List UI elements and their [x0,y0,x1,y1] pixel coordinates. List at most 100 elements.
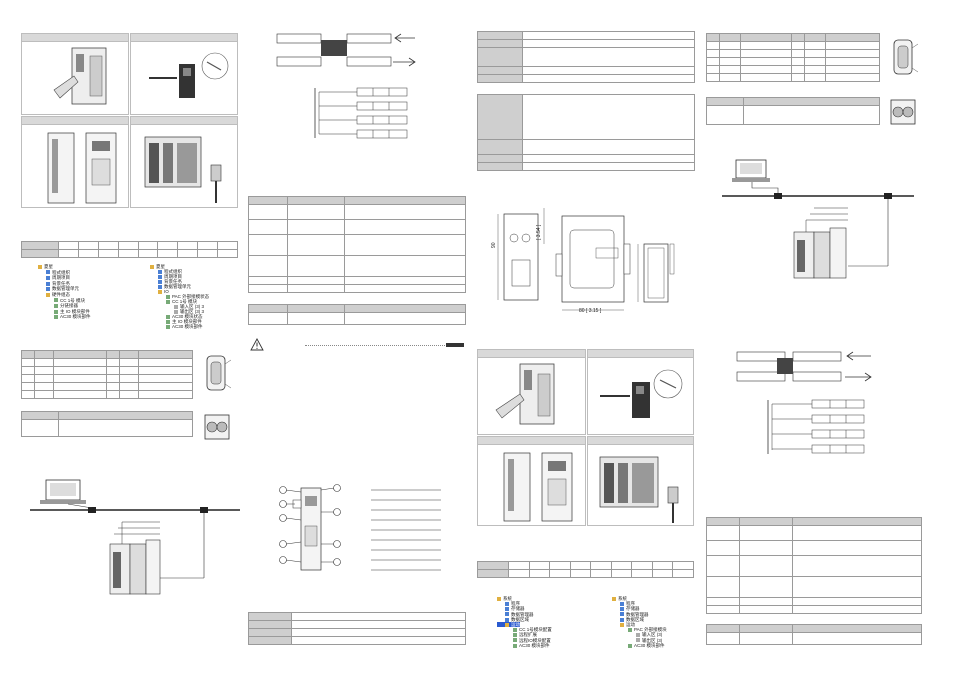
plc-module-icon [599,456,679,523]
folder-icon [513,628,517,633]
network-diagram-left [30,479,240,595]
rj45-connector-icon [890,99,916,125]
tree-item[interactable]: 输入区 (3) 3 [150,304,209,309]
param-table-mid [248,196,466,293]
tree-item[interactable]: 数据区域 [497,617,552,622]
plc-module-icon [144,136,222,203]
connector-icon [600,369,683,418]
param-table-right [706,517,922,614]
tree-item[interactable]: 存储器 [497,606,552,611]
tree-item[interactable]: 背景任务 [150,279,209,284]
tree-item[interactable]: 周期项目 [150,274,209,279]
photo-panel-7 [477,436,586,526]
folder-icon [513,638,517,643]
tree-item[interactable]: 输出区 (3) [612,638,667,643]
tree-item[interactable]: AC30 模块部件 [612,643,667,648]
folder-icon [505,612,509,617]
folder-icon [636,633,640,638]
tree-item[interactable]: 输出区 (3) 3 [150,309,209,314]
tree-item[interactable]: 程序 [497,601,552,606]
tree-item[interactable]: 运动 [612,622,667,627]
tree-item[interactable]: CC 1号 模块 [150,299,209,304]
tree-view-left-b: 夏星 程式组织 周期项目 背景任务 数据管理单元 IO PAC 外部接模状态 C… [150,264,209,329]
photo-panel-2 [130,33,238,115]
tree-item[interactable]: AC30 模块状态 [150,314,209,319]
tree-item[interactable]: 程序 [612,601,667,606]
folder-icon [620,607,624,612]
tree-item[interactable]: 程式组织 [150,269,209,274]
folder-icon [166,294,170,299]
folder-icon [174,309,178,314]
tree-item-selected[interactable]: 运动 [497,622,520,628]
tree-item[interactable]: 背景任务 [38,281,91,287]
tree-item[interactable]: 系统 [497,596,552,601]
spec-table-right-1 [477,31,695,83]
dim-height-bracket: [ 3.54 ] [536,224,542,240]
folder-icon [505,617,509,622]
spec-table-1 [21,241,238,258]
folder-icon [505,622,509,627]
tree-item[interactable]: 数据管理单元 [150,284,209,289]
connector-icon [149,52,229,98]
tree-item[interactable]: 数据管理器 [612,612,667,617]
tree-item[interactable]: CC 1号 模块 [38,298,91,304]
db9-connector-icon [206,355,232,391]
folder-icon [166,319,170,324]
folder-icon [612,596,616,601]
tree-item[interactable]: 存储器 [612,606,667,611]
tree-view-right-a: 系统 程序 存储器 数据管理器 数据区域 运动 CC 1号模块配置 远程扩展 远… [497,596,552,648]
spec-table-right-3 [477,561,694,578]
tree-view-right-b: 系统 程序 存储器 数据管理器 数据区域 运动 PAC 外部接模块 输入区 (3… [612,596,667,648]
folder-icon [150,264,154,269]
tree-item[interactable]: 分链接器 [38,303,91,309]
tree-item[interactable]: 夏星 [38,264,91,270]
tree-item[interactable]: AC30 模块部件 [150,324,209,329]
folder-icon [158,289,162,294]
folder-icon [166,314,170,319]
tree-item[interactable]: PAC 外部接模块 [612,627,667,632]
tree-item[interactable]: 夏星 [150,264,209,269]
tree-item[interactable]: AC30 模块部件 [497,643,552,648]
tree-item[interactable]: 输入区 (3) [612,632,667,637]
folder-icon [166,324,170,329]
folder-icon [54,298,58,303]
tree-item[interactable]: 远程IO模块配置 [497,638,552,643]
warning-tab [446,343,464,347]
tree-item[interactable]: 硬件组态 [38,292,91,298]
tree-item[interactable]: 程式组织 [38,270,91,276]
folder-icon [54,309,58,314]
led-table [248,612,466,645]
tree-item[interactable]: 数据区域 [612,617,667,622]
network-diagram-right [722,159,914,279]
photo-panel-5 [477,349,586,435]
folder-icon [46,276,50,280]
tree-item[interactable]: 主 IO 模块部件 [150,319,209,324]
io-mapping-diagram-right [736,351,872,382]
tree-item[interactable]: 系统 [612,596,667,601]
plc-module-icon [495,363,555,425]
tree-view-left-a: 夏星 程式组织 周期项目 背景任务 数据管理单元 硬件组态 CC 1号 模块 分… [38,264,91,320]
tree-item[interactable]: 远程扩展 [497,632,552,637]
folder-icon [54,315,58,320]
pin-table-right-1 [706,33,880,82]
tree-item[interactable]: 周期项目 [38,275,91,281]
folder-icon [620,617,624,622]
folder-icon [158,284,162,289]
tree-item[interactable]: PAC 外部接模状态 [150,294,209,299]
tree-item[interactable]: CC 1号模块配置 [497,627,552,632]
pin-table-2 [21,411,193,437]
io-mapping-diagram-top [276,33,416,67]
tree-item[interactable]: 主 IO 模块部件 [38,309,91,315]
folder-icon [158,279,162,284]
folder-icon [505,607,509,612]
folder-icon [628,643,632,648]
folder-icon [158,274,162,279]
tree-item[interactable]: IO [150,289,209,294]
tree-item[interactable]: 数据管理单元 [38,286,91,292]
param-table-right-small [706,624,922,645]
tree-item[interactable]: 数据管理器 [497,612,552,617]
folder-icon [636,638,640,643]
folder-icon [513,643,517,648]
tree-item[interactable]: AC30 模块部件 [38,314,91,320]
folder-icon [46,270,50,275]
